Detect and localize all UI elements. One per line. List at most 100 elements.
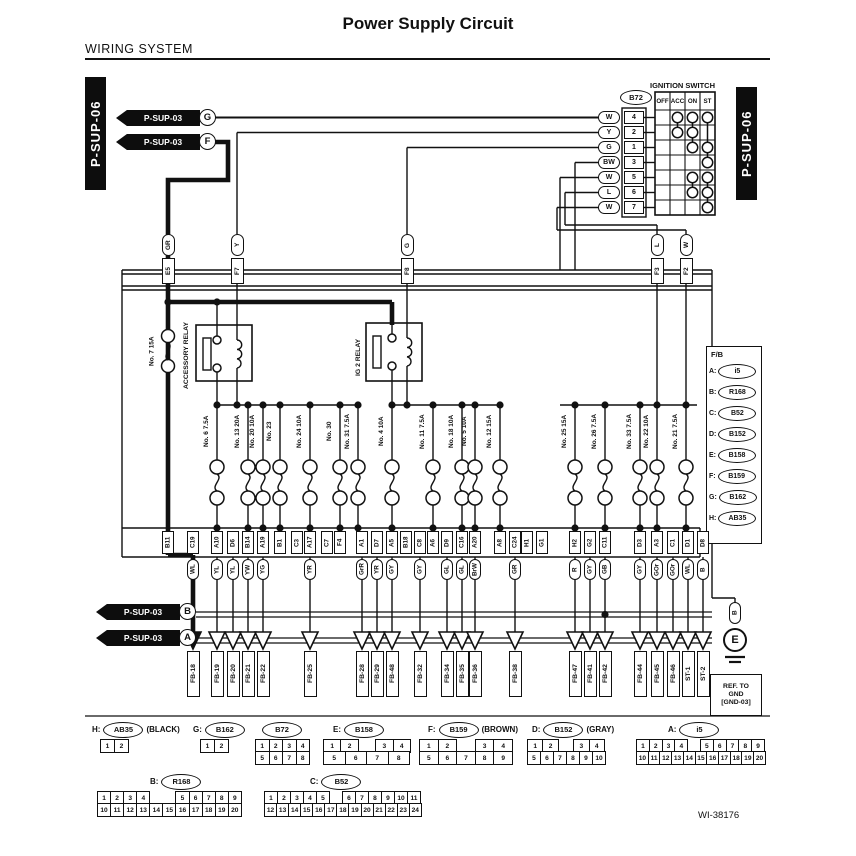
fb-legend-item: F:B159	[709, 466, 759, 487]
output-wire-color: BrW	[469, 559, 481, 580]
connector-pin: 20	[227, 803, 242, 817]
connector-pin: 24	[408, 803, 422, 817]
output-wire-color: YG	[257, 559, 269, 580]
fusebox-pin: G2	[584, 531, 596, 554]
connector-pin: 7	[282, 751, 297, 765]
connector-pin: 17	[718, 751, 731, 765]
ref-link-a[interactable]: P-SUP-03	[96, 630, 180, 646]
ignition-pin: 5	[624, 171, 644, 184]
ref-link-a-letter[interactable]: A	[179, 629, 196, 646]
output-wire-color: GY	[386, 559, 398, 580]
fb-legend-code: B158	[718, 448, 756, 463]
connector-color-note: (BROWN)	[481, 725, 518, 734]
ignition-wire-color: W	[598, 111, 620, 124]
connector-pin: 5	[255, 751, 270, 765]
ref-link-f-letter[interactable]: F	[199, 133, 216, 150]
ignition-column-on: ON	[687, 98, 698, 105]
bus-wire-color: L	[650, 234, 664, 256]
fb-legend-code: B162	[718, 490, 757, 505]
connector-pin: 12	[659, 751, 673, 765]
ref-link-g-letter[interactable]: G	[199, 109, 216, 126]
output-wire-color: GL	[441, 559, 453, 580]
output-label: FB-45	[650, 651, 664, 697]
ref-link-g[interactable]: P-SUP-03	[116, 110, 200, 126]
connector-pin: 10	[97, 803, 112, 817]
output-label: FB-28	[355, 651, 369, 697]
fuse-label: No. 4 10A	[378, 416, 385, 447]
ref-link-b[interactable]: P-SUP-03	[96, 604, 180, 620]
fb-legend-code: R168	[718, 385, 757, 400]
connector-pin: 6	[344, 751, 367, 765]
bus-pin: F2	[679, 258, 693, 284]
connector-color-note: (BLACK)	[146, 725, 180, 734]
ignition-switch-title: IGNITION SWITCH	[650, 81, 715, 90]
output-label: ST-2	[696, 651, 710, 697]
header-rule	[85, 58, 770, 60]
output-label: FB-35	[455, 651, 469, 697]
connector-pin: 11	[110, 803, 125, 817]
output-wire-color: YL	[211, 559, 223, 580]
ignition-wire-color: L	[598, 186, 620, 199]
connector-pin: 6	[437, 751, 458, 765]
connector-code: B159	[438, 721, 479, 738]
ignition-pin: 3	[624, 156, 644, 169]
output-label: FB-19	[210, 651, 224, 697]
fusebox-pin: A3	[651, 531, 663, 554]
page-title: Power Supply Circuit	[342, 14, 514, 33]
connector-key-label: H:AB35(BLACK)	[92, 721, 180, 738]
connector-code: i5	[679, 721, 720, 738]
connector-code: B162	[204, 721, 245, 738]
connector-key-label: A:i5	[668, 721, 720, 738]
output-wire-color: GOr	[667, 559, 679, 580]
main-fuse-label: No. 7 15A	[148, 336, 156, 366]
connector-code: B152	[543, 721, 584, 738]
fusebox-pin: A19	[257, 531, 269, 554]
fb-legend-code: B152	[718, 427, 757, 442]
fuse-label: No. 13 20A	[234, 414, 241, 449]
connector-pin: 20	[360, 803, 374, 817]
output-wire-color: YW	[242, 559, 254, 580]
fuse-label: No. 5 10A	[461, 416, 468, 447]
fb-legend-code: B159	[717, 469, 756, 484]
fb-legend-item: C:B52	[709, 403, 759, 424]
fb-legend-letter: G:	[709, 494, 717, 501]
bus-wire-color: GR	[161, 234, 175, 256]
fusebox-pin: H2	[569, 531, 581, 554]
fuse-label: No. 12 15A	[486, 414, 493, 449]
fusebox-pin: F4	[334, 531, 346, 554]
ignition-wire-color: Y	[598, 126, 620, 139]
ref-link-b-letter[interactable]: B	[179, 603, 196, 620]
connector-key-label: C:B52	[310, 773, 362, 790]
connector-key-label: B72	[262, 721, 302, 738]
fusebox-pin: B14	[242, 531, 254, 554]
output-wire-color: YR	[304, 559, 316, 580]
fusebox-pin: A1	[356, 531, 368, 554]
fb-legend-title: F/B	[711, 350, 724, 359]
connector-letter: A:	[668, 725, 677, 734]
connector-pin: 2	[214, 739, 229, 753]
fuse-label: No. 26 7.5A	[591, 413, 598, 450]
page-tag-left: P-SUP-06	[85, 77, 106, 190]
connector-pin: 13	[136, 803, 151, 817]
connector-code: B158	[344, 721, 384, 738]
output-wire-color: YL	[227, 559, 239, 580]
output-wire-color: GOr	[651, 559, 663, 580]
output-wire-color: YR	[371, 559, 383, 580]
connector-code: B72	[262, 721, 302, 738]
ignition-pin: 4	[624, 111, 644, 124]
ignition-pin: 7	[624, 201, 644, 214]
ref-link-f[interactable]: P-SUP-03	[116, 134, 200, 150]
connector-letter: G:	[193, 725, 202, 734]
output-wire-color: WL	[682, 559, 694, 580]
ignition-wire-color: W	[598, 171, 620, 184]
fb-legend-letter: F:	[709, 473, 716, 480]
fuse-label: No. 18 10A	[448, 414, 455, 449]
fusebox-pin: D7	[371, 531, 383, 554]
output-label: FB-38	[508, 651, 522, 697]
